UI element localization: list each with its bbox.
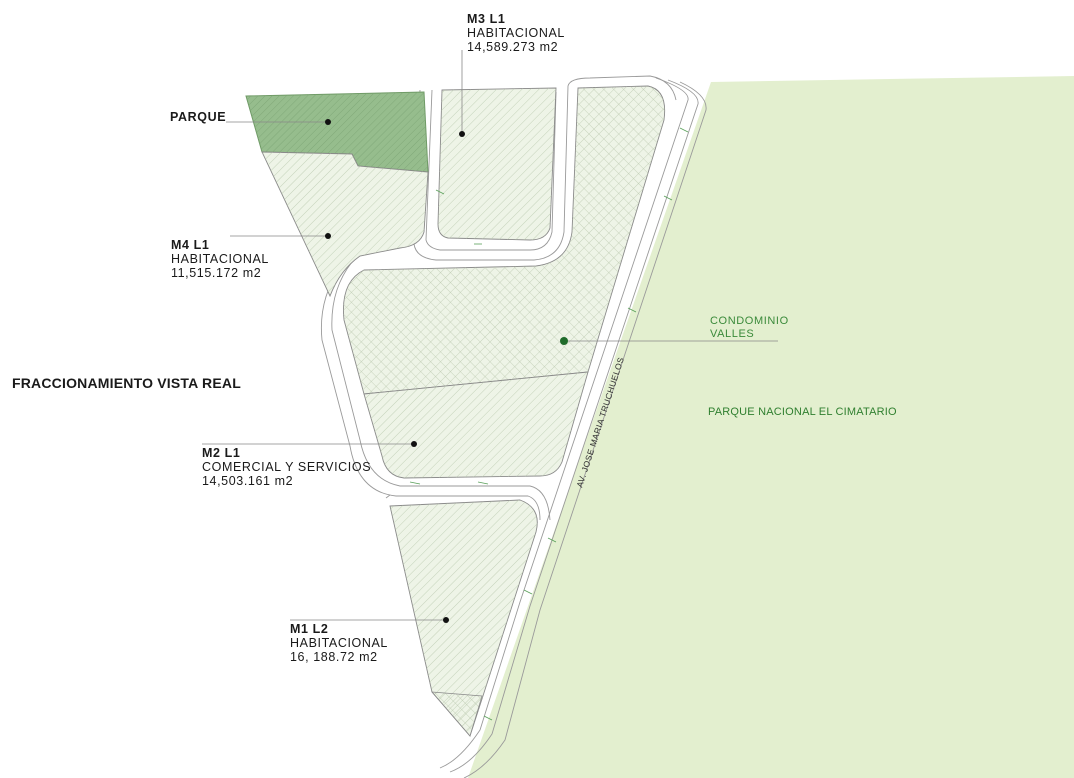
m2l1-code: M2 L1 [202, 446, 241, 460]
label-m2l1: M2 L1 COMERCIAL Y SERVICIOS 14,503.161 m… [202, 446, 371, 488]
marker-condominio [560, 337, 568, 345]
marker-parque [325, 119, 331, 125]
m3l1-use: HABITACIONAL [467, 26, 565, 40]
marker-m1l2 [443, 617, 449, 623]
condominio-line1: CONDOMINIO [710, 315, 789, 327]
tree-marks [409, 127, 689, 721]
marker-m3l1 [459, 131, 465, 137]
label-m3l1: M3 L1 HABITACIONAL 14,589.273 m2 [467, 12, 565, 54]
marker-m4l1 [325, 233, 331, 239]
m4l1-area: 11,515.172 m2 [171, 266, 262, 280]
m1l2-use: HABITACIONAL [290, 636, 388, 650]
m1l2-code: M1 L2 [290, 622, 329, 636]
m1l2-corner [431, 691, 483, 737]
marker-m2l1 [411, 441, 417, 447]
avenue-road [439, 77, 707, 778]
label-national-park: PARQUE NACIONAL EL CIMATARIO [708, 406, 897, 418]
m2l1-use: COMERCIAL Y SERVICIOS [202, 460, 372, 474]
m4l1-use: HABITACIONAL [171, 252, 269, 266]
label-m4l1: M4 L1 HABITACIONAL 11,515.172 m2 [171, 238, 269, 280]
m2l1-area: 14,503.161 m2 [202, 474, 294, 488]
parque-code: PARQUE [170, 110, 227, 124]
internal-roads [320, 75, 677, 521]
label-condominio: CONDOMINIO VALLES [710, 315, 789, 341]
label-m1l2: M1 L2 HABITACIONAL 16, 188.72 m2 [290, 622, 388, 664]
label-parque: PARQUE [170, 110, 226, 124]
m3l1-area: 14,589.273 m2 [467, 40, 559, 54]
condominio-line2: VALLES [710, 328, 755, 340]
m4l1-code: M4 L1 [171, 238, 210, 252]
m1l2-area: 16, 188.72 m2 [290, 650, 378, 664]
page-title: FRACCIONAMIENTO VISTA REAL [12, 375, 241, 391]
m3l1-code: M3 L1 [467, 12, 506, 26]
national-park-area [468, 76, 1074, 778]
